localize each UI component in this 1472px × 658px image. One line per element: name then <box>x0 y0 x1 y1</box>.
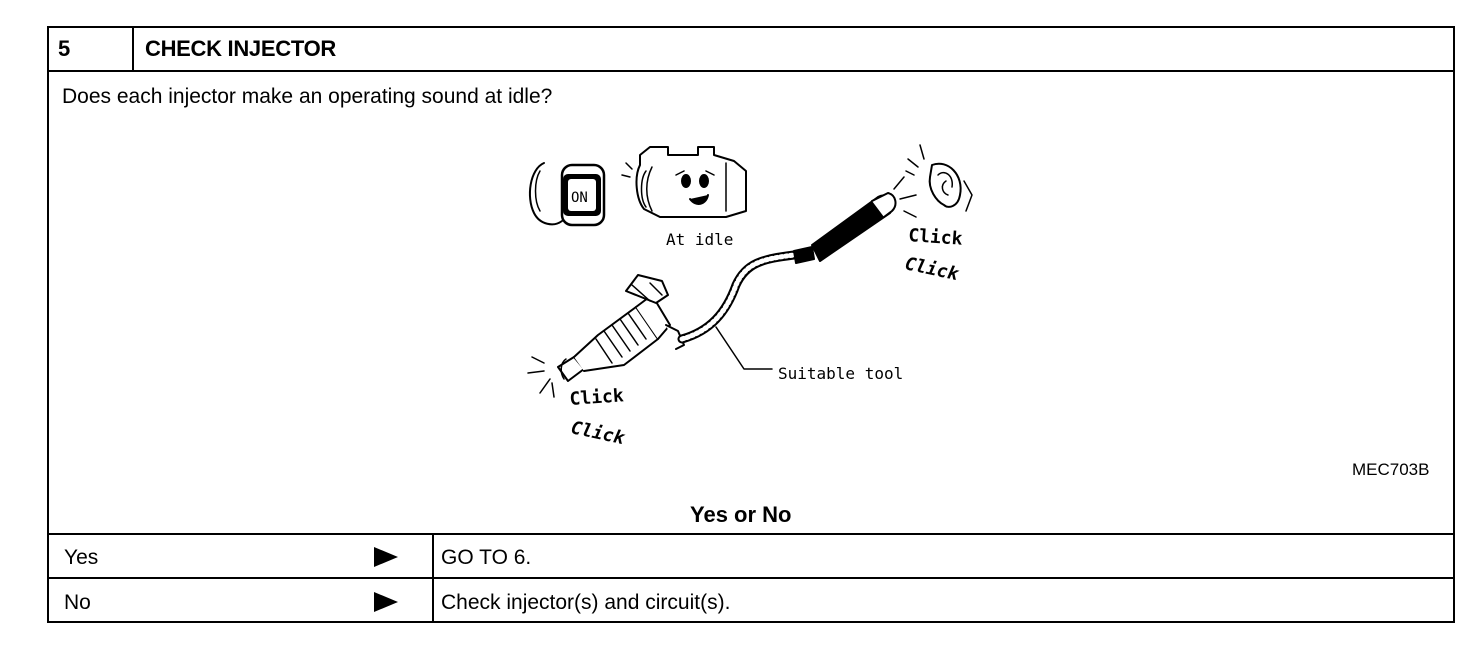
result-header: Yes or No <box>690 502 792 527</box>
answers-top-divider <box>47 533 1455 535</box>
answer-no-action: Check injector(s) and circuit(s). <box>441 591 731 614</box>
stethoscope-tool-icon: Suitable tool <box>677 176 917 383</box>
answer-yes-arrow-icon <box>374 547 398 567</box>
engine-idle-icon: At idle <box>621 146 747 249</box>
injector-sound-check-illustration: ON At idle <box>527 144 973 449</box>
answer-column-divider <box>432 533 434 623</box>
step-number-divider <box>132 26 134 71</box>
answers-row-divider <box>47 577 1455 579</box>
click-text-injector-1: Click <box>569 385 625 410</box>
step-question: Does each injector make an operating sou… <box>62 85 553 108</box>
answer-yes-label: Yes <box>64 546 99 569</box>
click-text-ear-2: Click <box>903 253 962 285</box>
key-on-label: ON <box>571 190 588 206</box>
step-title: CHECK INJECTOR <box>145 36 336 61</box>
ignition-key-icon: ON <box>528 162 606 227</box>
at-idle-label: At idle <box>666 230 733 249</box>
answer-yes-action: GO TO 6. <box>441 546 532 569</box>
ear-icon <box>905 144 973 212</box>
injector-icon <box>527 274 685 398</box>
click-text-injector-2: Click <box>569 417 628 449</box>
answer-no-arrow-icon <box>374 592 398 612</box>
step-number: 5 <box>58 36 71 61</box>
answer-no-label: No <box>64 591 91 614</box>
suitable-tool-label: Suitable tool <box>778 364 903 383</box>
inspection-table <box>47 26 1455 623</box>
click-text-ear-1: Click <box>908 225 964 250</box>
figure-code: MEC703B <box>1352 460 1430 479</box>
header-divider <box>47 70 1455 72</box>
